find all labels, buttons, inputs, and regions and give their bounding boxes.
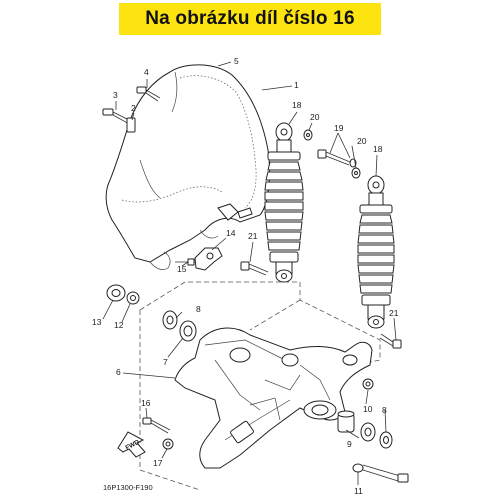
callout-9: 9 <box>347 439 352 449</box>
shock-absorber-right <box>357 175 395 329</box>
callout-12: 12 <box>114 320 124 330</box>
callout-14: 14 <box>226 228 236 238</box>
part-number-banner: Na obrázku díl číslo 16 <box>119 3 381 35</box>
callout-2: 2 <box>131 103 136 113</box>
leader-lines <box>102 61 397 485</box>
callout-19: 19 <box>334 123 344 133</box>
callout-11: 11 <box>354 486 363 496</box>
bearing-8-right <box>379 431 393 449</box>
callout-17: 17 <box>153 458 163 468</box>
callout-21-upper: 21 <box>248 231 258 241</box>
callout-1: 1 <box>294 80 299 90</box>
bolt-21-lower <box>379 333 402 349</box>
washer-20-b <box>351 167 361 179</box>
bearing-7-right <box>360 422 376 442</box>
rear-fender <box>105 64 271 270</box>
bolt-19 <box>317 149 357 168</box>
bolt-16 <box>142 417 171 434</box>
callout-21-lower: 21 <box>389 308 399 318</box>
callout-8-left: 8 <box>196 304 201 314</box>
bearing-8-left <box>162 310 178 330</box>
callout-labels: 5 1 4 3 2 18 20 19 20 18 14 15 21 21 13 … <box>92 56 399 496</box>
callout-7: 7 <box>163 357 168 367</box>
callout-13: 13 <box>92 317 102 327</box>
shock-absorber-left <box>264 122 304 283</box>
callout-15: 15 <box>177 264 187 274</box>
diagram-code: 16P1300-F190 <box>103 483 153 492</box>
callout-3: 3 <box>113 90 118 100</box>
pivot-bolt-11 <box>352 463 409 483</box>
collar-10 <box>362 378 374 390</box>
bolt-21-upper <box>240 261 269 276</box>
callout-5: 5 <box>234 56 239 66</box>
bracket-14 <box>194 247 223 271</box>
callout-4: 4 <box>144 67 149 77</box>
collar-13 <box>106 284 126 302</box>
bolt-4 <box>136 86 161 102</box>
callout-20-a: 20 <box>310 112 320 122</box>
clip-2 <box>126 117 136 133</box>
callout-20-b: 20 <box>357 136 367 146</box>
callout-8-right: 8 <box>382 405 387 415</box>
fwd-arrow-icon: FWD <box>117 431 146 458</box>
callout-18-right: 18 <box>373 144 383 154</box>
collar-12 <box>126 291 140 305</box>
callout-10: 10 <box>363 404 373 414</box>
callout-18-left: 18 <box>292 100 302 110</box>
bearing-7-left <box>179 320 197 342</box>
rear-arm <box>174 327 373 469</box>
callout-6: 6 <box>116 367 121 377</box>
washer-17 <box>162 438 174 450</box>
washer-20-a <box>303 129 313 141</box>
bushing-9 <box>337 410 355 433</box>
callout-16: 16 <box>141 398 151 408</box>
